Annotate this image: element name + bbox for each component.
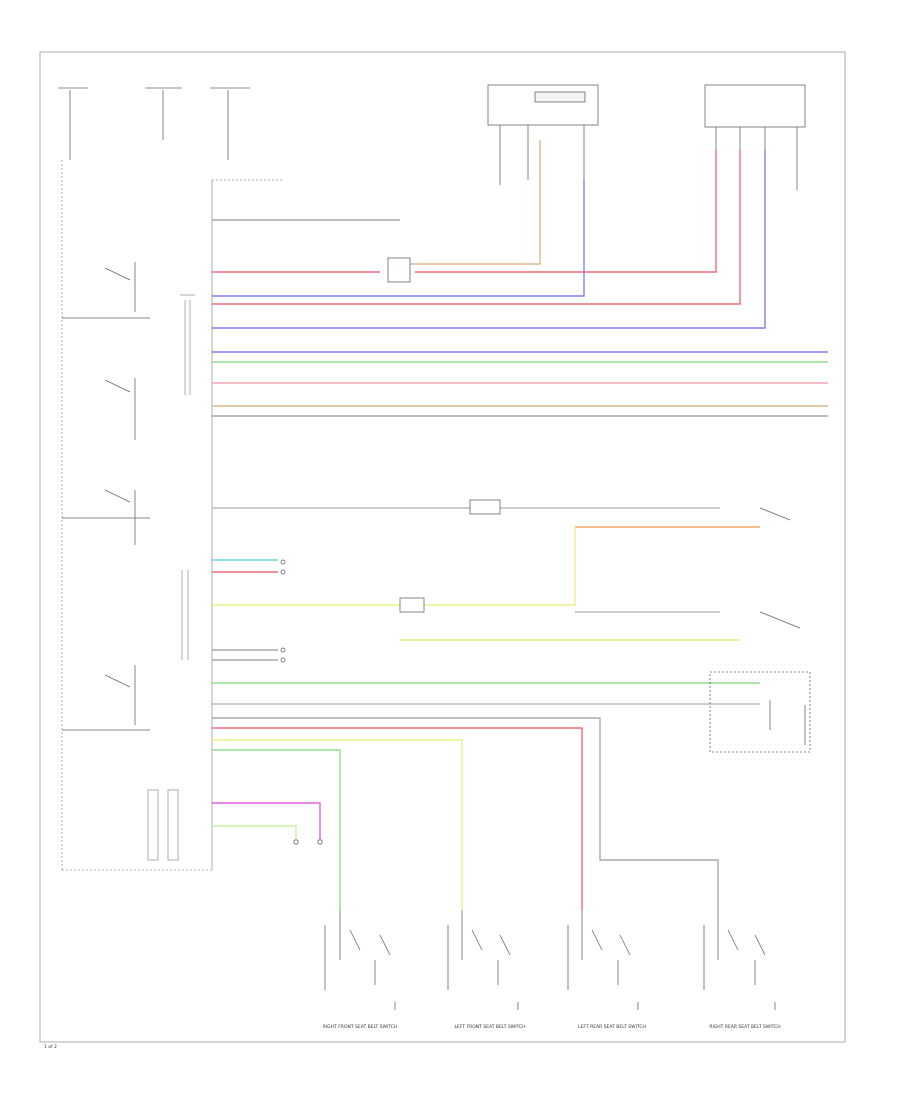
wire-magenta [212, 802, 321, 840]
right-switches [759, 507, 806, 745]
seat-belt-switches [324, 900, 776, 1010]
bottom-label-3: LEFT REAR SEAT BELT SWITCH [578, 1024, 646, 1030]
bottom-label-1: RIGHT FRONT SEAT BELT SWITCH [323, 1024, 398, 1030]
wire-yellow-1 [212, 527, 576, 606]
bottom-label-2: LEFT FRONT SEAT BELT SWITCH [454, 1024, 525, 1030]
top-switch-right [704, 84, 806, 190]
wire-gray-6 [212, 717, 719, 900]
switch-group-4 [703, 900, 776, 1010]
wire-green-3 [212, 749, 341, 910]
fuse-feeds [58, 87, 250, 160]
module-switches [62, 262, 150, 731]
wire-pink-2 [212, 727, 583, 910]
wire-red-1b [415, 150, 717, 273]
wire-yellow-3 [212, 739, 463, 910]
body-control-module [61, 160, 284, 871]
wire-tan-1 [410, 140, 541, 265]
page-number: 1 of 2 [44, 1044, 57, 1050]
diagram-border [39, 51, 846, 1043]
bottom-label-4: RIGHT REAR SEAT BELT SWITCH [709, 1024, 780, 1030]
wire-red-2 [212, 150, 741, 305]
connectors [280, 257, 811, 845]
switch-group-1 [324, 910, 396, 1010]
switch-group-3 [567, 910, 639, 1010]
wire-harness [212, 140, 828, 910]
top-switch-left [487, 84, 599, 185]
wire-blue-2 [212, 150, 766, 329]
wire-blue-1 [212, 180, 585, 297]
wire-lightgreen [212, 825, 297, 840]
switch-group-2 [447, 910, 519, 1010]
